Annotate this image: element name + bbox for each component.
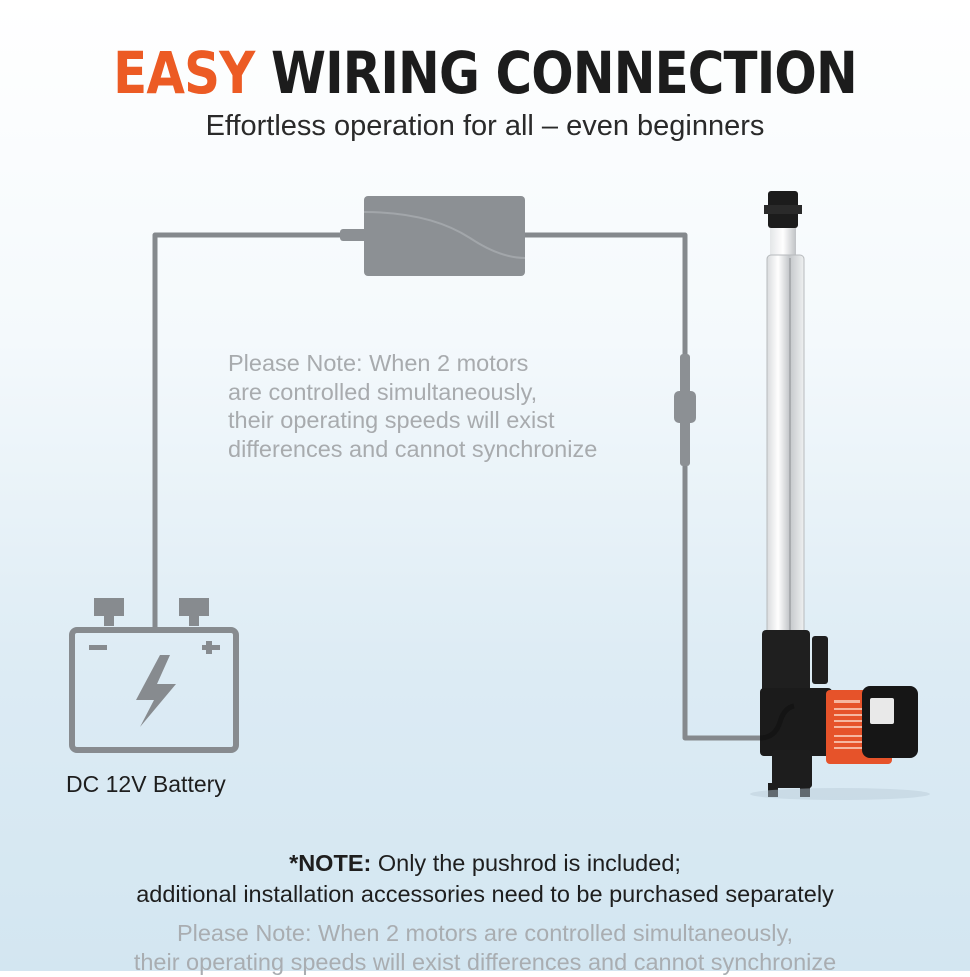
linear-actuator-image <box>750 191 930 800</box>
headline-accent: EASY <box>113 39 255 107</box>
diagram-note-line: are controlled simultaneously, <box>228 378 538 405</box>
note-line1: Only the pushrod is included; <box>377 850 681 876</box>
battery-label: DC 12V Battery <box>66 771 226 797</box>
headline-rest: WIRING CONNECTION <box>270 39 858 107</box>
note-line2: additional installation accessories need… <box>136 881 834 907</box>
wire-adapter-to-connector <box>525 232 688 356</box>
diagram-note-line: their operating speeds will exist <box>228 407 555 433</box>
bottom-gray-line1: Please Note: When 2 motors are controlle… <box>176 920 794 946</box>
wire-battery-to-adapter <box>152 232 343 628</box>
diagram-note-line: Please Note: When 2 motors <box>228 350 529 376</box>
lightning-bolt-icon <box>136 655 176 727</box>
subtitle: Effortless operation for all – even begi… <box>205 110 765 142</box>
inline-connector-icon <box>674 354 696 466</box>
diagram-note-line: differences and cannot synchronize <box>228 435 598 462</box>
headline: EASY WIRING CONNECTION <box>68 38 902 108</box>
wire-lines <box>152 232 760 741</box>
adapter-cord-end <box>340 229 367 241</box>
bottom-note: *NOTE: Only the pushrod is included; add… <box>0 848 970 910</box>
bottom-gray-note: Please Note: When 2 motors are controlle… <box>0 919 970 977</box>
wire-connector-to-actuator <box>682 464 760 741</box>
note-prefix: *NOTE: <box>289 850 372 876</box>
bottom-gray-line2: their operating speeds will exist differ… <box>133 949 837 975</box>
diagram-note: Please Note: When 2 motors are controlle… <box>228 349 658 463</box>
battery-icon <box>69 598 239 753</box>
power-adapter-icon <box>363 196 526 276</box>
